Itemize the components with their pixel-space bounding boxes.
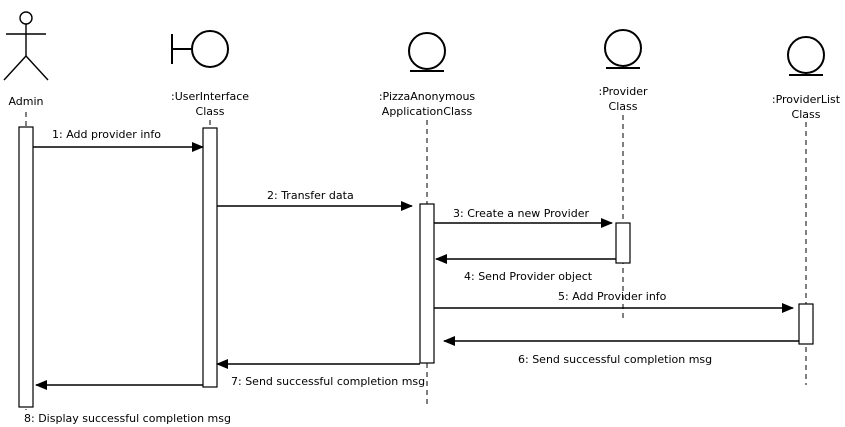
participant-label-app-line1: :PizzaAnonymous [379, 90, 476, 103]
activation-bar-app [419, 203, 435, 364]
message-label-7: 7: Send successful completion msg [231, 375, 425, 388]
message-label-4: 4: Send Provider object [464, 270, 593, 283]
activation-bar-admin [18, 126, 34, 408]
participant-label-ui-line2: Class [196, 105, 225, 118]
participant-label-providerlist-line1: :ProviderList [772, 93, 841, 106]
message-label-2: 2: Transfer data [267, 189, 354, 202]
message-label-3: 3: Create a new Provider [453, 207, 589, 220]
participant-label-providerlist-line2: Class [792, 108, 821, 121]
participant-label-ui-line1: :UserInterface [171, 90, 249, 103]
message-label-5: 5: Add Provider info [558, 290, 667, 303]
activation-bar-provider [615, 222, 631, 264]
boundary-icon [171, 30, 229, 68]
admin-actor-icon [3, 11, 49, 81]
participant-label-provider-line2: Class [609, 100, 638, 113]
message-label-1: 1: Add provider info [52, 128, 161, 141]
participant-label-admin: Admin [8, 95, 43, 108]
participant-label-provider-line1: :Provider [599, 85, 648, 98]
message-label-8: 8: Display successful completion msg [24, 412, 231, 425]
message-label-6: 6: Send successful completion msg [518, 353, 712, 366]
provider-entity-icon [604, 29, 642, 69]
activation-bar-ui [202, 127, 218, 388]
activation-bar-providerlist [798, 303, 814, 345]
providerlist-entity-icon [787, 36, 825, 76]
control-entity-icon [408, 32, 446, 72]
participant-label-app-line2: ApplicationClass [382, 105, 473, 118]
